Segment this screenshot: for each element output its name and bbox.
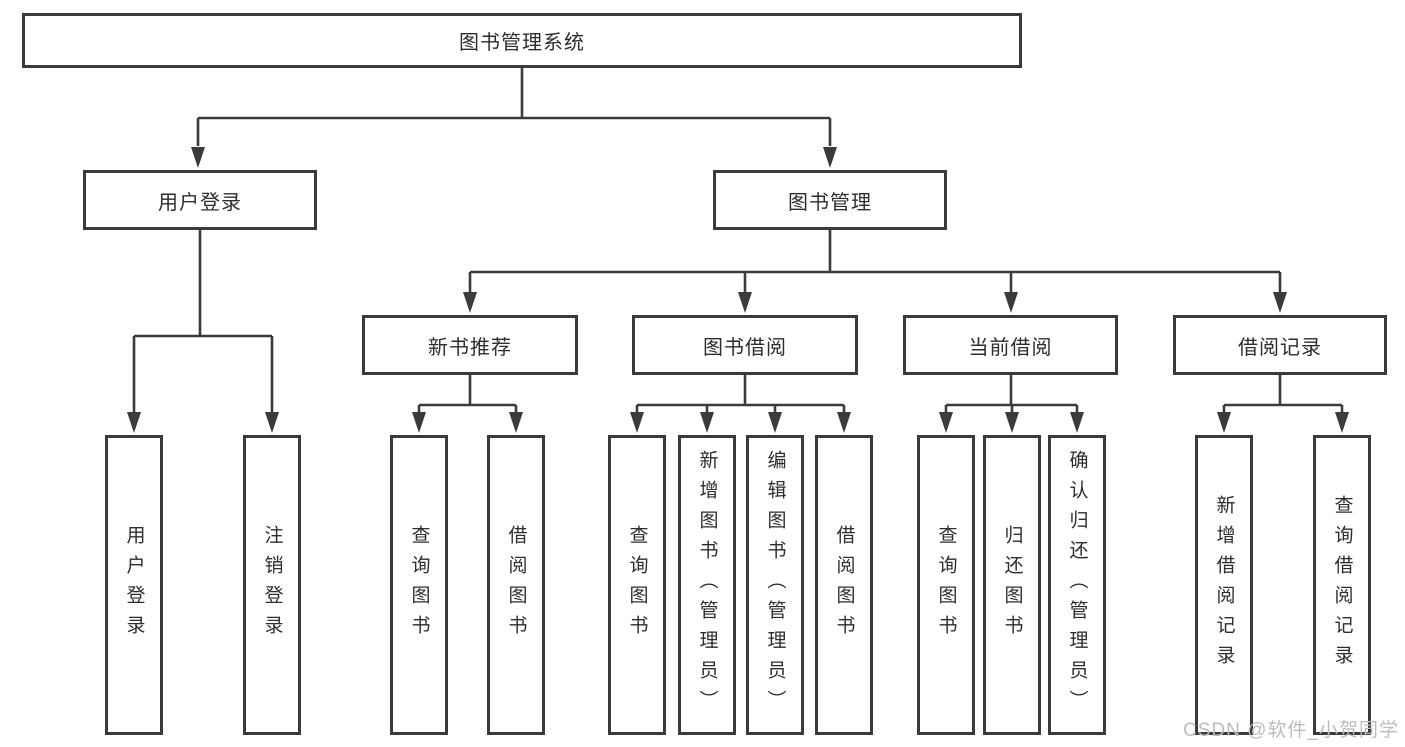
node-current-borrowing: 当前借阅 [903, 315, 1118, 375]
leaf-edit-books-admin: 编辑图书（管理员） [746, 435, 804, 735]
node-book-management: 图书管理 [713, 170, 947, 230]
node-book-borrowing: 图书借阅 [632, 315, 858, 375]
leaf-return-books: 归还图书 [983, 435, 1041, 735]
leaf-borrow-books-recommend: 借阅图书 [487, 435, 545, 735]
leaf-confirm-return-admin: 确认归还（管理员） [1048, 435, 1106, 735]
leaf-add-books-admin: 新增图书（管理员） [678, 435, 736, 735]
leaf-borrow-books: 借阅图书 [815, 435, 873, 735]
node-user-login: 用户登录 [83, 170, 317, 230]
node-root: 图书管理系统 [22, 13, 1022, 68]
leaf-user-login: 用户登录 [105, 435, 163, 735]
leaf-logout: 注销登录 [243, 435, 301, 735]
node-new-book-recommendation: 新书推荐 [362, 315, 578, 375]
node-borrowing-records: 借阅记录 [1173, 315, 1387, 375]
csdn-watermark: CSDN @软件_小贺同学 [1183, 720, 1399, 741]
leaf-query-borrow-record: 查询借阅记录 [1313, 435, 1371, 735]
leaf-add-borrow-record: 新增借阅记录 [1195, 435, 1253, 735]
leaf-query-books-current: 查询图书 [917, 435, 975, 735]
leaf-query-books-borrow: 查询图书 [608, 435, 666, 735]
leaf-query-books-recommend: 查询图书 [390, 435, 448, 735]
